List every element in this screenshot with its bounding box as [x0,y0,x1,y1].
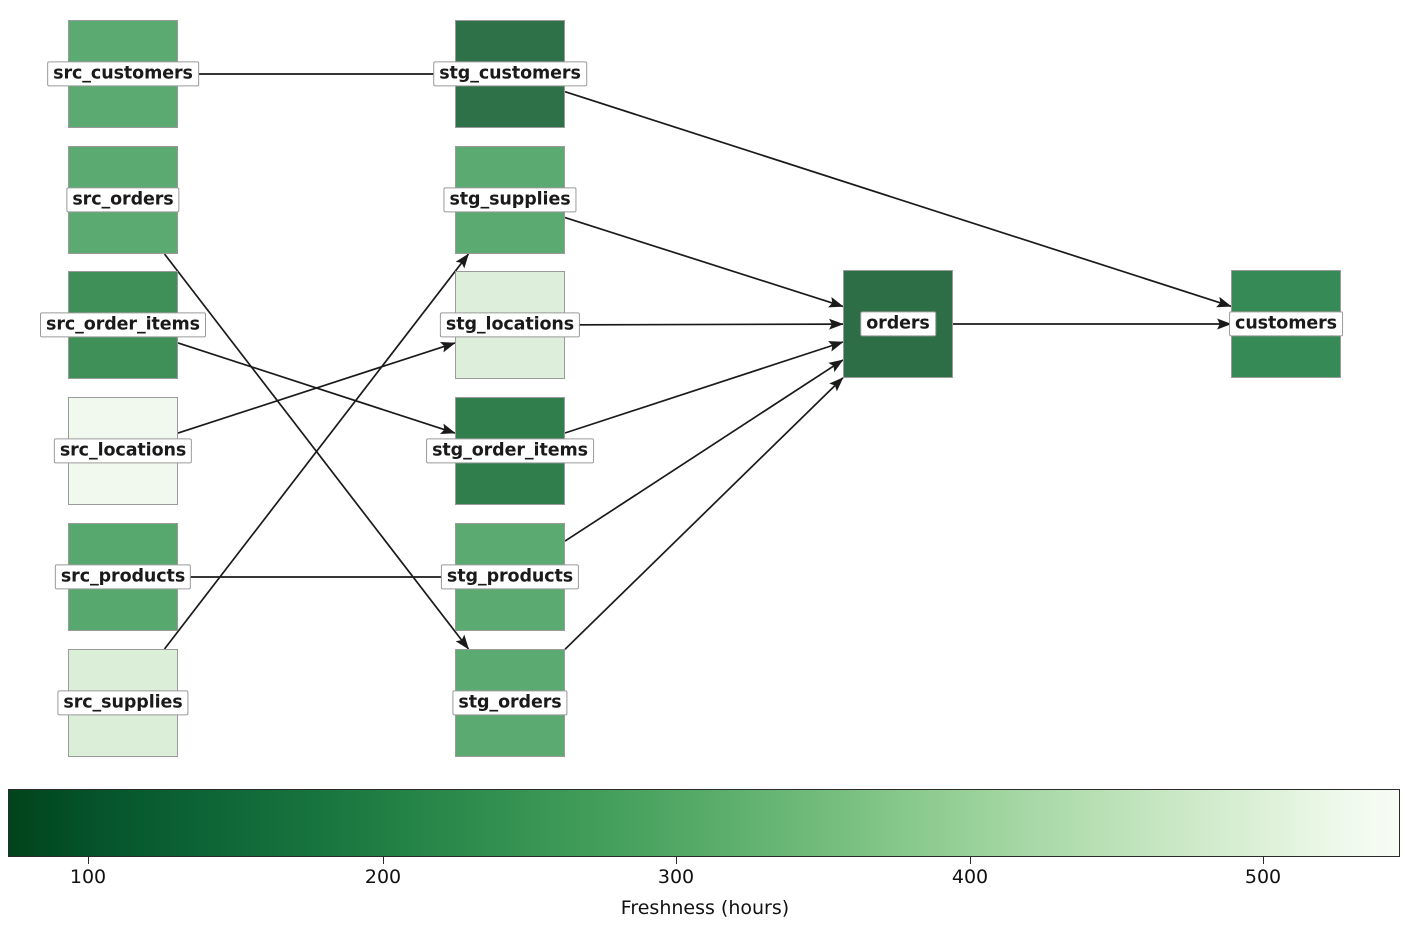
node-label-stg_orders: stg_orders [452,690,568,716]
node-label-stg_products: stg_products [440,564,580,590]
colorbar-tick-100 [88,857,89,864]
node-label-stg_supplies: stg_supplies [443,187,577,213]
colorbar[interactable] [8,789,1400,857]
edge-src_order_items-to-stg_order_items [177,342,456,434]
colorbar-tick-200 [383,857,384,864]
colorbar-tick-label-100: 100 [69,866,107,888]
edge-stg_products-to-orders [564,359,844,542]
node-label-src_orders: src_orders [66,187,180,213]
colorbar-tick-300 [676,857,677,864]
node-label-stg_customers: stg_customers [433,61,587,87]
node-label-orders: orders [860,311,936,337]
colorbar-tick-label-300: 300 [657,866,695,888]
edge-src_locations-to-stg_locations [177,342,456,434]
node-label-src_supplies: src_supplies [57,690,189,716]
colorbar-tick-label-200: 200 [364,866,402,888]
node-label-src_customers: src_customers [47,61,199,87]
node-label-src_locations: src_locations [53,438,193,464]
node-label-src_order_items: src_order_items [40,312,206,338]
edge-stg_supplies-to-orders [564,216,844,308]
colorbar-tick-label-400: 400 [951,866,989,888]
edge-src_orders-to-stg_orders [163,253,470,650]
node-label-customers: customers [1229,311,1343,337]
node-label-src_products: src_products [54,564,192,590]
colorbar-title: Freshness (hours) [620,897,790,919]
edge-stg_locations-to-orders [564,318,844,330]
colorbar-tick-label-500: 500 [1244,866,1282,888]
edge-src_supplies-to-stg_supplies [163,253,470,650]
colorbar-tick-400 [970,857,971,864]
edge-stg_order_items-to-orders [564,341,844,434]
colorbar-tick-500 [1263,857,1264,864]
node-label-stg_locations: stg_locations [439,312,581,338]
edge-stg_orders-to-orders [564,377,844,650]
node-label-stg_order_items: stg_order_items [426,438,594,464]
colorbar-gradient [8,789,1400,857]
